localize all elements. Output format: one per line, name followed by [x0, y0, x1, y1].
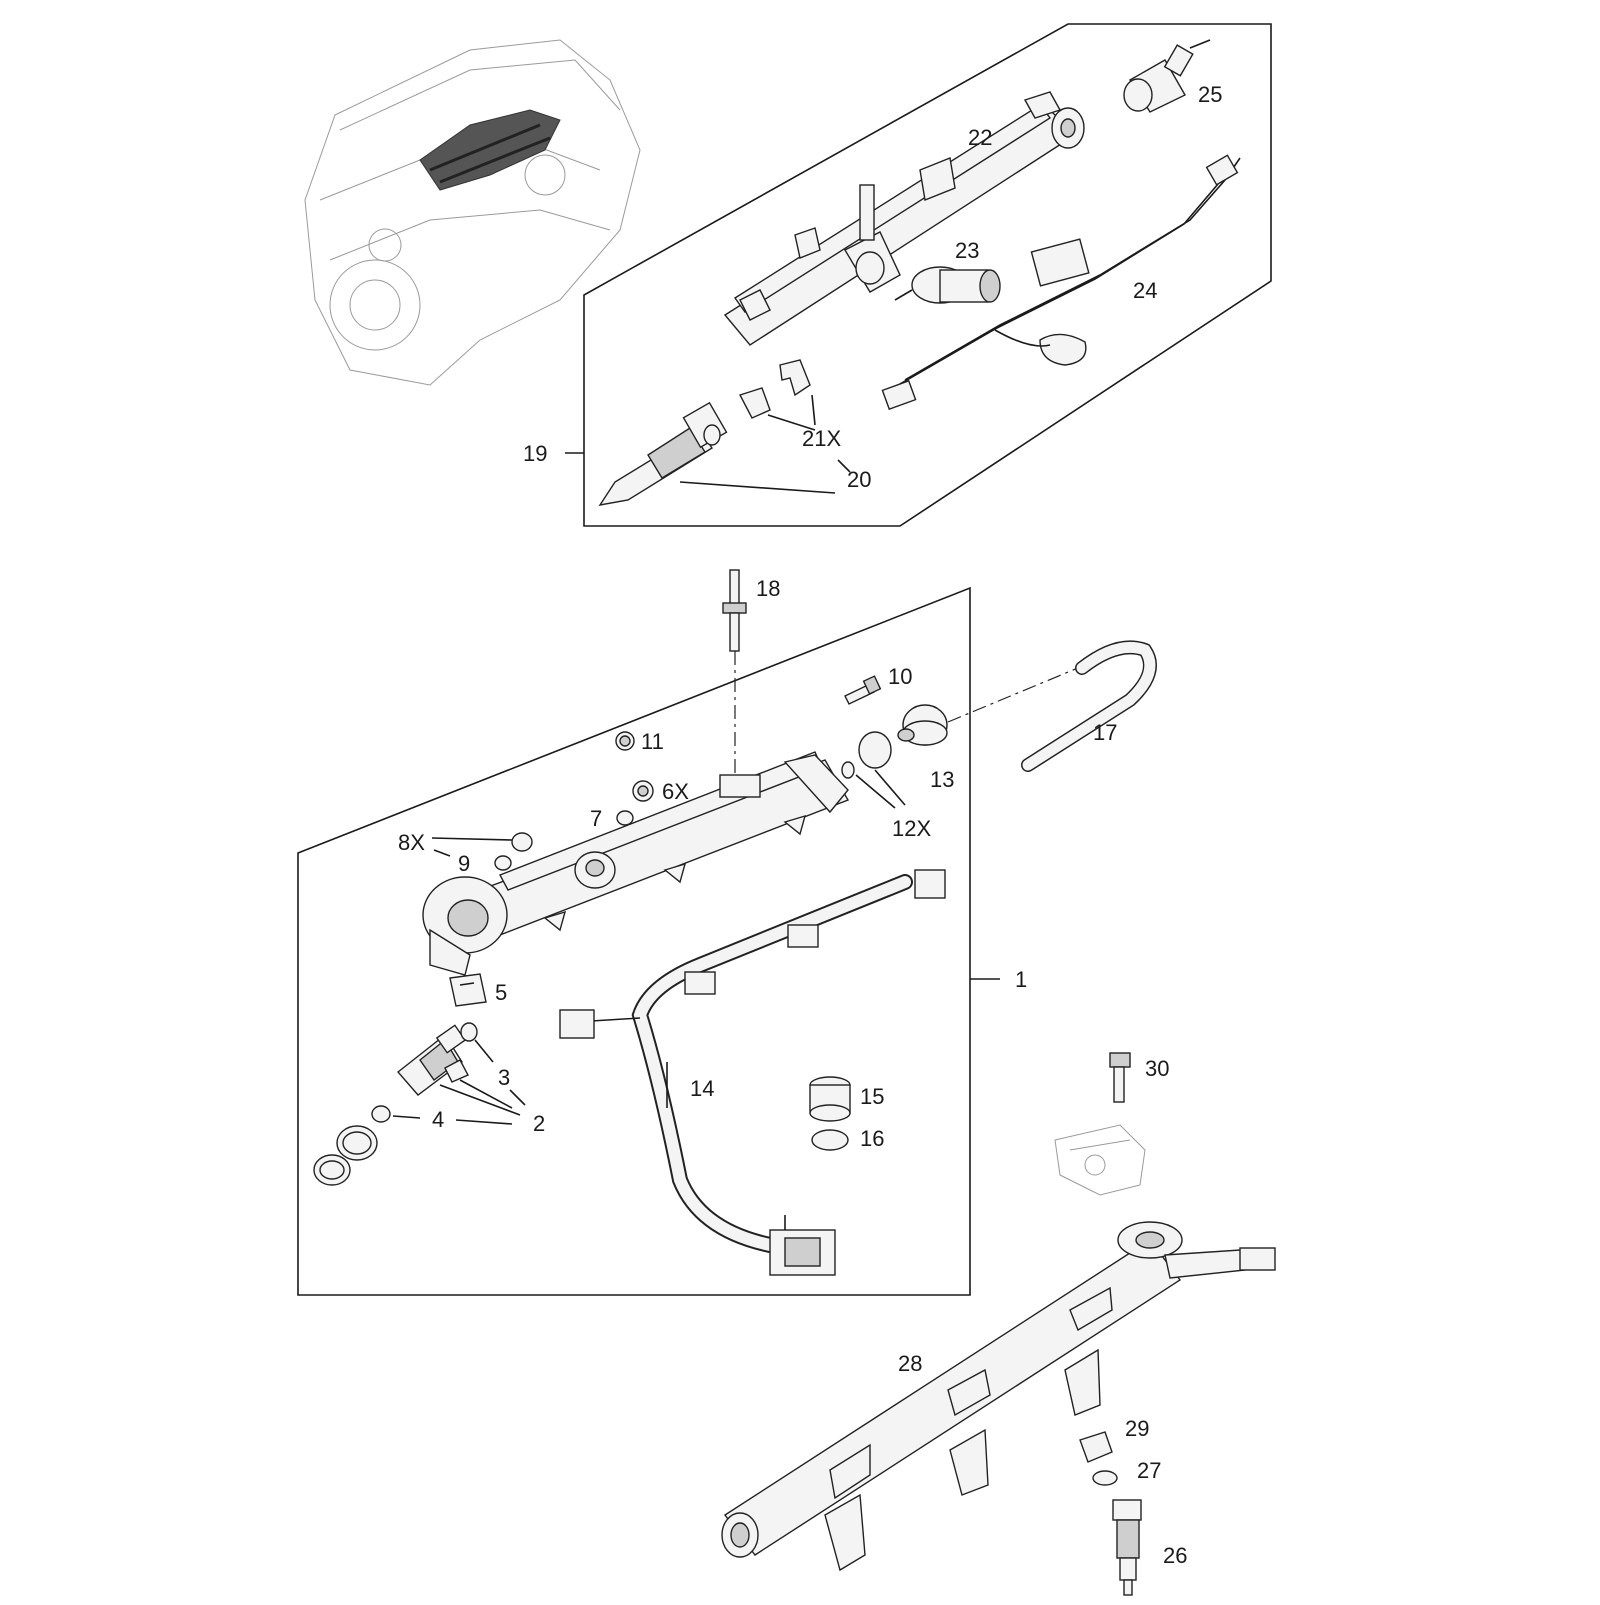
lower-kit-box: 1: [297, 586, 1027, 1296]
highlighted-fuel-rail-area: [419, 109, 561, 191]
callout-7: 7: [590, 806, 602, 831]
wiring-harness-24: [881, 154, 1241, 411]
washer-3: [460, 1022, 526, 1106]
callout-2: 2: [533, 1111, 545, 1136]
fuel-rail-28: [721, 1221, 1276, 1572]
engine-overview-illustration: [304, 39, 641, 386]
callout-27: 27: [1137, 1458, 1161, 1483]
callout-24: 24: [1133, 278, 1157, 303]
callout-12: 12X: [892, 816, 931, 841]
sleeve-15: [809, 1076, 851, 1122]
seal-11: [615, 731, 635, 751]
callout-9: 9: [458, 851, 470, 876]
seal-6x: [632, 780, 654, 802]
seal-8x: [431, 832, 533, 852]
callout-18: 18: [756, 576, 780, 601]
callout-6: 6X: [662, 779, 689, 804]
callout-14: 14: [690, 1076, 714, 1101]
fuel-rail-22: [723, 91, 1085, 346]
callout-22: 22: [968, 125, 992, 150]
callout-16: 16: [860, 1126, 884, 1151]
bolt-30: [1109, 1052, 1131, 1103]
clips-21x: [738, 359, 816, 431]
bolt-10: [844, 675, 882, 705]
ring-16: [811, 1129, 849, 1151]
callout-11: 11: [641, 729, 664, 754]
pressure-regulator-23: [894, 266, 1001, 304]
injector-20: [598, 401, 851, 506]
sensor-25: [1123, 39, 1211, 113]
callout-21: 21X: [802, 426, 841, 451]
callout-4: 4: [432, 1107, 444, 1132]
clip-5: [449, 973, 487, 1007]
callout-3: 3: [498, 1065, 510, 1090]
callout-26: 26: [1163, 1543, 1187, 1568]
callout-19: 19: [523, 441, 547, 466]
o-rings-12x: [841, 731, 906, 809]
washer-27: [1092, 1470, 1118, 1486]
injector-26: [1112, 1499, 1142, 1596]
callout-8: 8X: [398, 830, 425, 855]
injector-2: [396, 1024, 521, 1116]
clip-29: [1079, 1431, 1113, 1463]
callout-5: 5: [495, 980, 507, 1005]
callout-15: 15: [860, 1084, 884, 1109]
callout-23: 23: [955, 238, 979, 263]
washer-7: [616, 810, 634, 826]
upper-kit-box: 19: [523, 23, 1272, 527]
callout-1: 1: [1015, 967, 1027, 992]
bolt-18: [722, 569, 747, 780]
callout-17: 17: [1093, 720, 1117, 745]
callout-25: 25: [1198, 82, 1222, 107]
callout-13: 13: [930, 767, 954, 792]
callout-30: 30: [1145, 1056, 1169, 1081]
washer-9: [433, 849, 512, 871]
callout-29: 29: [1125, 1416, 1149, 1441]
washer-4: [371, 1105, 513, 1125]
o-ring-seals: [313, 1125, 378, 1186]
callout-20: 20: [847, 467, 871, 492]
callout-10: 10: [888, 664, 912, 689]
callout-28: 28: [898, 1351, 922, 1376]
pressure-regulator-13: [897, 664, 1086, 746]
sensor-ghost: [1054, 1124, 1146, 1196]
hose-17: [1021, 640, 1157, 772]
wiring-harness-14: [559, 869, 946, 1276]
fuel-rail-assembly-1: [422, 751, 850, 976]
